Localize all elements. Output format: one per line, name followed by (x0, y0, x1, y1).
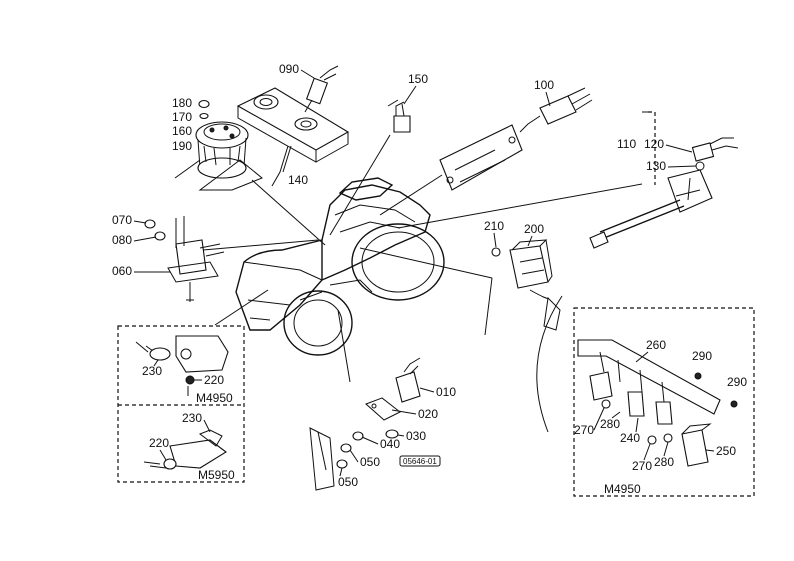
callout-050b: 050 (338, 475, 358, 489)
callout-240: 240 (620, 431, 640, 445)
part-group-100 (439, 87, 593, 191)
callout-050a: 050 (360, 455, 380, 469)
callout-110: 110 (617, 137, 636, 151)
callout-090: 090 (279, 62, 299, 76)
callout-210: 210 (484, 219, 504, 233)
leader-curve (536, 295, 563, 433)
part-group-200-210 (491, 239, 561, 331)
part-group-090-140 (236, 65, 350, 187)
callout-080: 080 (112, 233, 132, 247)
panel-m4950-right (573, 307, 755, 497)
stamp-code: 05646-01 (403, 457, 437, 466)
part-group-010-050 (309, 357, 441, 491)
callout-180: 180 (172, 96, 192, 110)
callout-270a: 270 (574, 423, 594, 437)
part-group-060-080 (144, 216, 225, 302)
part-group-110-130 (589, 111, 739, 249)
callout-230a: 230 (142, 364, 162, 378)
callout-290a: 290 (692, 349, 712, 363)
tractor-outline (235, 177, 445, 356)
callout-260: 260 (646, 338, 666, 352)
callout-labels: 090 150 100 180 170 160 190 110 120 130 … (112, 62, 747, 496)
callout-150: 150 (408, 72, 428, 86)
model-label-m5950-inset: M5950 (198, 468, 235, 482)
callout-270b: 270 (632, 459, 652, 473)
callout-250: 250 (716, 444, 736, 458)
callout-060: 060 (112, 264, 132, 278)
part-group-160-190 (174, 99, 263, 191)
callout-010: 010 (436, 385, 456, 399)
callout-290b: 290 (727, 375, 747, 389)
inset-m4950-m5950 (117, 325, 245, 483)
callout-160: 160 (172, 124, 192, 138)
callout-220b: 220 (149, 436, 169, 450)
callout-120: 120 (644, 137, 664, 151)
callout-280b: 280 (654, 455, 674, 469)
callout-170: 170 (172, 110, 192, 124)
callout-020: 020 (418, 407, 438, 421)
callout-230b: 230 (182, 411, 202, 425)
callout-190: 190 (172, 139, 192, 153)
callout-040: 040 (380, 437, 400, 451)
callout-030: 030 (406, 429, 426, 443)
callout-130: 130 (646, 159, 666, 173)
callout-200: 200 (524, 222, 544, 236)
model-label-m4950-panel: M4950 (604, 482, 641, 496)
part-150-sensor (387, 99, 411, 133)
model-label-m4950-inset: M4950 (196, 391, 233, 405)
leader-lines (179, 134, 643, 383)
callout-220a: 220 (204, 373, 224, 387)
callout-280a: 280 (600, 417, 620, 431)
callout-140: 140 (288, 173, 308, 187)
callout-100: 100 (534, 78, 554, 92)
callout-070: 070 (112, 213, 132, 227)
